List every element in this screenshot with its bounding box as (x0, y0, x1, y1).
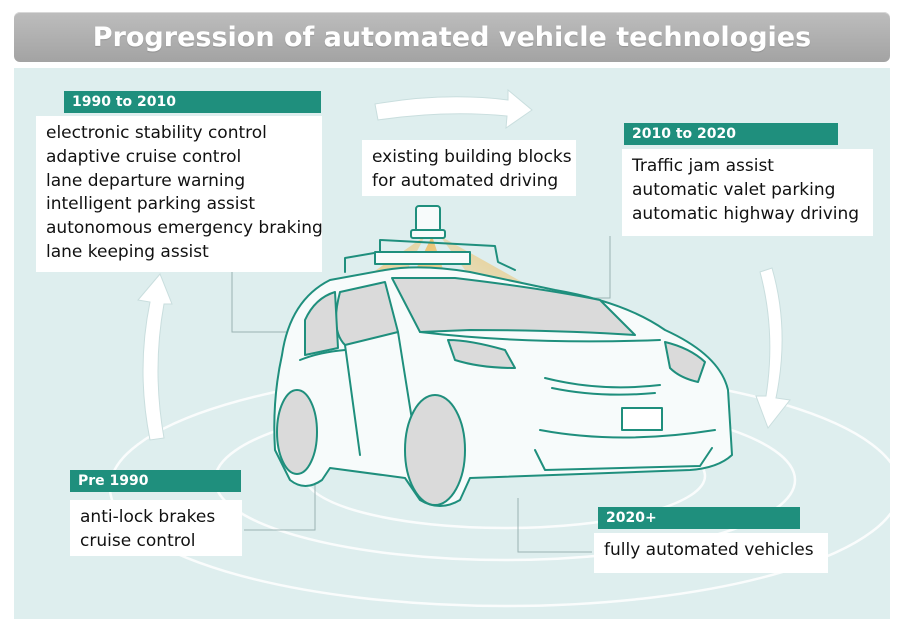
connector-2010 (575, 236, 611, 299)
stage-header-2010-2020: 2010 to 2020 (624, 123, 838, 145)
building-blocks-list: existing building blocks for automated d… (372, 146, 572, 194)
list-item: lane departure warning (46, 170, 246, 191)
list-item: lane keeping assist (46, 241, 209, 262)
stage-list-2010-2020: Traffic jam assist automatic valet parki… (632, 155, 863, 226)
list-item: adaptive cruise control (46, 146, 242, 167)
stage-list-1990-2010: electronic stability control adaptive cr… (46, 122, 323, 265)
car-bumper-line (539, 429, 716, 439)
car-lower-intake (534, 447, 713, 471)
stage-header-1990-2010: 1990 to 2010 (64, 91, 321, 113)
stage-list-pre-1990: anti-lock brakes cruise control (80, 506, 232, 554)
car-roof-bar (374, 251, 471, 265)
cycle-arrow-top (374, 88, 533, 130)
list-item: electronic stability control (46, 123, 267, 143)
car-belt-line (299, 349, 346, 361)
list-item: Traffic jam assist (632, 156, 774, 176)
car-wheel-front (404, 394, 466, 506)
list-item: existing building blocks (372, 147, 572, 167)
stage-list-2020-plus: fully automated vehicles (604, 539, 818, 563)
car-license-plate (621, 407, 663, 431)
list-item: for automated driving (372, 170, 559, 191)
cycle-arrow-left (137, 273, 173, 441)
stage-box-pre-1990: anti-lock brakes cruise control (70, 500, 242, 556)
car-grille-bottom (551, 387, 656, 396)
cycle-arrow-right (755, 267, 791, 430)
list-item: intelligent parking assist (46, 194, 255, 215)
connector-pre1990 (244, 478, 316, 531)
stage-box-2020-plus: fully automated vehicles (594, 533, 828, 573)
car-wheel-rear (276, 389, 318, 475)
car-illustration (273, 239, 733, 507)
car-door-line-1 (344, 344, 361, 456)
car-hood-line (419, 331, 661, 343)
car-headlight-left (447, 339, 516, 369)
car-grille-top (544, 377, 661, 389)
list-item: autonomous emergency braking (46, 218, 323, 239)
car-window-rear (304, 291, 339, 356)
list-item: anti-lock brakes (80, 507, 216, 527)
roof-sensor-body (415, 205, 441, 233)
stage-box-2010-2020: Traffic jam assist automatic valet parki… (622, 149, 873, 236)
stage-box-1990-2010: electronic stability control adaptive cr… (36, 116, 323, 272)
connector-1990 (231, 272, 296, 333)
list-item: automatic valet parking (632, 179, 836, 200)
title-bar: Progression of automated vehicle technol… (14, 12, 890, 62)
connector-2020 (517, 498, 592, 553)
roof-sensor-base (410, 229, 446, 239)
stage-header-pre-1990: Pre 1990 (70, 470, 241, 492)
cycle-arrow-icon (137, 88, 791, 441)
stage-header-2020-plus: 2020+ (598, 507, 800, 529)
list-item: fully automated vehicles (604, 540, 814, 560)
car-headlight-right (664, 341, 706, 383)
roof-sensor-icon (410, 205, 446, 239)
car-roof-rack (344, 239, 516, 273)
page-title: Progression of automated vehicle technol… (92, 22, 812, 53)
list-item: cruise control (80, 530, 196, 551)
building-blocks-box: existing building blocks for automated d… (362, 140, 576, 196)
list-item: automatic highway driving (632, 203, 860, 224)
car-windshield (391, 277, 636, 336)
